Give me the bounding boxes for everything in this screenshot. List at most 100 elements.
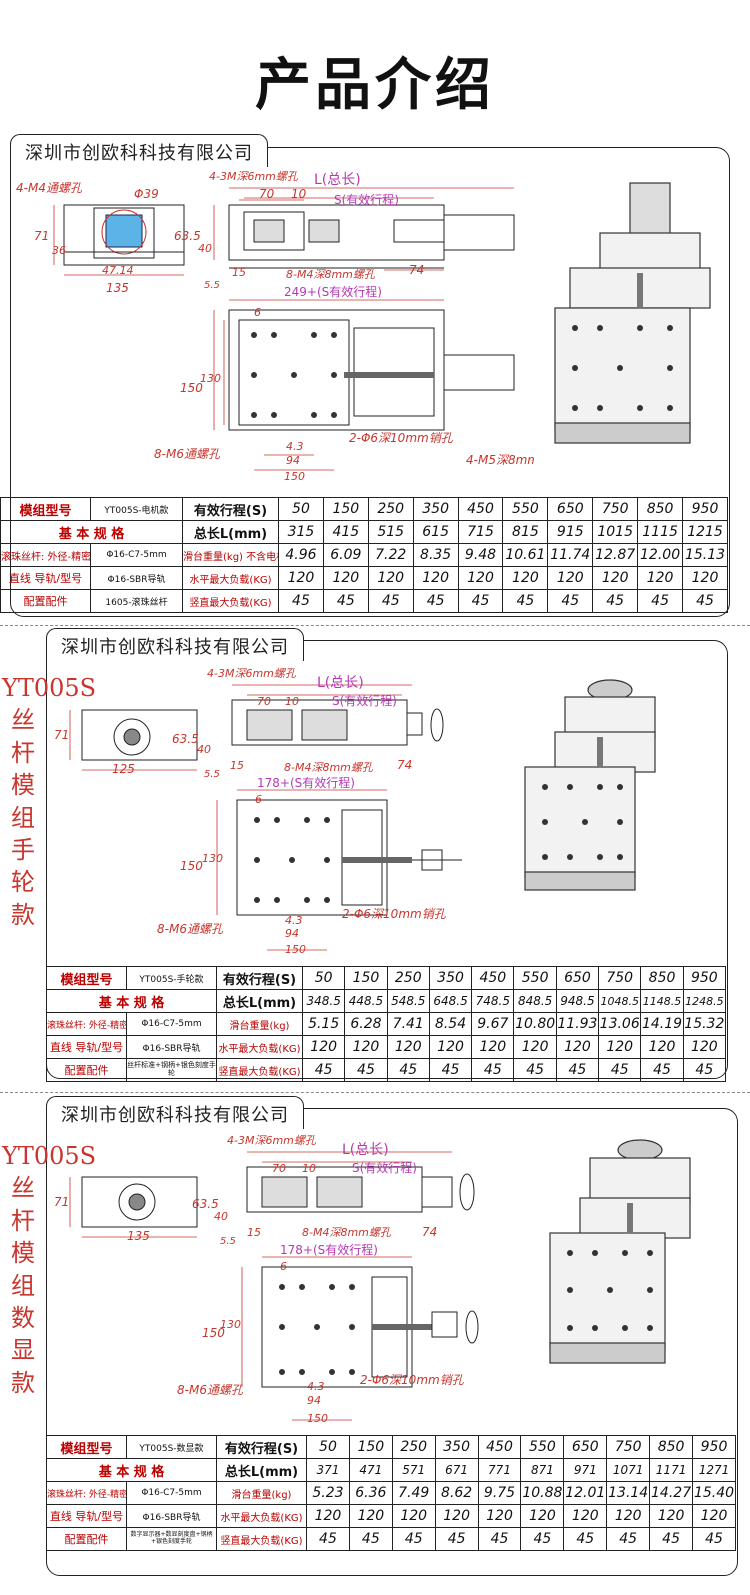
dim-total-length: L(总长) — [342, 1142, 389, 1158]
table-cell: 120 — [428, 1035, 473, 1059]
dim-w43: 4.3 — [285, 914, 303, 927]
dim-m4-deep: 8-M4深8mm螺孔 — [284, 761, 374, 774]
table-cell: 模组型号 — [46, 966, 127, 990]
dim-w10: 10 — [302, 1162, 316, 1175]
table-cell: 450 — [471, 966, 515, 990]
dim-h130: 130 — [220, 1318, 241, 1331]
table-cell: 45 — [306, 1527, 350, 1551]
dim-h15: 15 — [232, 266, 246, 279]
table-cell: 1048.5 — [598, 989, 642, 1013]
table-cell: 45 — [278, 589, 324, 613]
dim-stroke: S(有效行程) — [334, 192, 399, 207]
side-label-digital: YT005S丝杆模组 数显款 — [2, 1142, 96, 1397]
dim-m3-holes: 4-3M深6mm螺孔 — [209, 170, 299, 183]
dim-w135: 135 — [127, 1229, 150, 1243]
table-cell: 1015 — [592, 520, 639, 544]
table-cell: YT005S-数显款 — [126, 1435, 217, 1459]
dim-stroke-plus: 249+(S有效行程) — [284, 284, 382, 299]
dim-pin-holes: 2-Φ6深10mm销孔 — [349, 431, 454, 445]
dim-m5-holes: 4-M5深8mm螺孔 — [466, 453, 534, 467]
table-cell: 13.06 — [598, 1012, 642, 1036]
table-cell: 12.87 — [592, 543, 639, 567]
spec-table-handwheel: 模组型号 YT005S-手轮款 有效行程(S) 50 150 250 350 4… — [46, 966, 727, 1082]
table-cell: 15.40 — [692, 1481, 736, 1505]
table-cell: 650 — [563, 1435, 608, 1459]
table-cell: 750 — [606, 1435, 651, 1459]
dim-w6: 6 — [280, 1260, 287, 1273]
table-cell: 1605-滚珠丝杆 — [90, 589, 183, 613]
company-name-tab: 深圳市创欧科科技有限公司 — [10, 134, 268, 167]
table-cell: 50 — [278, 497, 324, 521]
table-cell: Φ16-C7-5mm — [126, 1481, 217, 1505]
table-cell: 120 — [637, 566, 684, 590]
table-cell: 950 — [682, 966, 727, 990]
table-cell: 45 — [649, 1527, 694, 1551]
table-cell: 971 — [563, 1458, 608, 1482]
table-cell: 6.09 — [322, 543, 369, 567]
table-cell: 871 — [520, 1458, 565, 1482]
dim-w74: 74 — [397, 758, 412, 772]
table-cell: 竖直最大负载(KG) — [216, 1058, 303, 1082]
table-cell: 250 — [367, 497, 414, 521]
table-cell: 5.23 — [306, 1481, 350, 1505]
table-row: 基 本 规 格 总长L(mm) 348.5 448.5 548.5 648.5 … — [46, 989, 727, 1013]
table-cell: 1271 — [692, 1458, 736, 1482]
dim-m4-deep: 8-M4深8mm螺孔 — [286, 268, 376, 281]
table-cell: 515 — [367, 520, 414, 544]
dim-w43: 4.3 — [307, 1380, 325, 1393]
table-cell: 350 — [412, 497, 459, 521]
dim-w135: 135 — [106, 281, 129, 295]
table-cell: 45 — [386, 1058, 430, 1082]
table-cell: 671 — [434, 1458, 479, 1482]
table-cell: 11.74 — [547, 543, 594, 567]
table-cell: 有效行程(S) — [216, 1435, 307, 1459]
table-cell: 45 — [434, 1527, 479, 1551]
table-cell: 10.88 — [520, 1481, 565, 1505]
dim-m6-holes: 8-M6通螺孔 — [177, 1383, 244, 1397]
table-cell: 850 — [649, 1435, 694, 1459]
table-cell: 45 — [428, 1058, 473, 1082]
table-cell: 120 — [555, 1035, 600, 1059]
table-cell: 120 — [477, 1504, 522, 1528]
table-cell: 750 — [598, 966, 642, 990]
table-cell: 竖直最大负载(KG) — [216, 1527, 307, 1551]
table-cell: 45 — [322, 589, 369, 613]
table-cell: 45 — [520, 1527, 565, 1551]
table-cell: 120 — [306, 1504, 350, 1528]
table-cell: 771 — [477, 1458, 522, 1482]
table-row: 滚珠丝杆: 外径-精密等级-导程 Φ16-C7-5mm 滑台重量(kg) 5.1… — [46, 1012, 727, 1036]
table-cell: 滚珠丝杆: 外径-精密等级-导程 — [46, 1481, 127, 1505]
product-photo-handwheel — [524, 679, 656, 891]
table-cell: 11.93 — [555, 1012, 600, 1036]
table-cell: 120 — [322, 566, 369, 590]
table-row: 直线 导轨/型号 Φ16-SBR导轨 水平最大负载(KG) 120 120 12… — [46, 1504, 736, 1528]
table-cell: 848.5 — [513, 989, 557, 1013]
table-cell: 350 — [434, 1435, 479, 1459]
table-cell: YT005S-手轮款 — [126, 966, 217, 990]
table-cell: 有效行程(S) — [182, 497, 279, 521]
table-row: 配置配件 丝杆标准+钢柄+银色刻度手轮 竖直最大负载(KG) 45 45 45 … — [46, 1058, 727, 1082]
dim-w150b: 150 — [284, 470, 305, 483]
table-cell: 10.80 — [513, 1012, 557, 1036]
table-row: 模组型号 YT005S-电机款 有效行程(S) 50 150 250 350 4… — [0, 497, 728, 521]
table-row: 滚珠丝杆: 外径-精密等级-导程 Φ16-C7-5mm 滑台重量(kg) 不含电… — [0, 543, 728, 567]
dim-w94: 94 — [285, 927, 299, 940]
table-cell: YT005S-电机款 — [90, 497, 183, 521]
table-cell: 120 — [278, 566, 324, 590]
technical-drawing-handwheel: 71 125 4-3M深6mm螺孔 L(总长) S(有效行程) 70 10 63… — [54, 667, 462, 956]
dim-w94: 94 — [286, 454, 300, 467]
table-cell: Φ16-SBR导轨 — [126, 1504, 217, 1528]
spec-table-digital: 模组型号 YT005S-数显款 有效行程(S) 50 150 250 350 4… — [46, 1435, 736, 1551]
table-cell: 7.41 — [386, 1012, 430, 1036]
company-name-tab: 深圳市创欧科科技有限公司 — [46, 1096, 304, 1129]
table-cell: 45 — [682, 589, 728, 613]
table-cell: 9.48 — [457, 543, 504, 567]
dim-w10: 10 — [285, 695, 299, 708]
table-cell: 450 — [457, 497, 504, 521]
dim-w70: 70 — [257, 695, 271, 708]
table-cell: 715 — [457, 520, 504, 544]
table-row: 模组型号 YT005S-手轮款 有效行程(S) 50 150 250 350 4… — [46, 966, 727, 990]
table-cell: 948.5 — [555, 989, 600, 1013]
product-photo-motor — [554, 182, 711, 444]
table-cell: 45 — [640, 1058, 684, 1082]
